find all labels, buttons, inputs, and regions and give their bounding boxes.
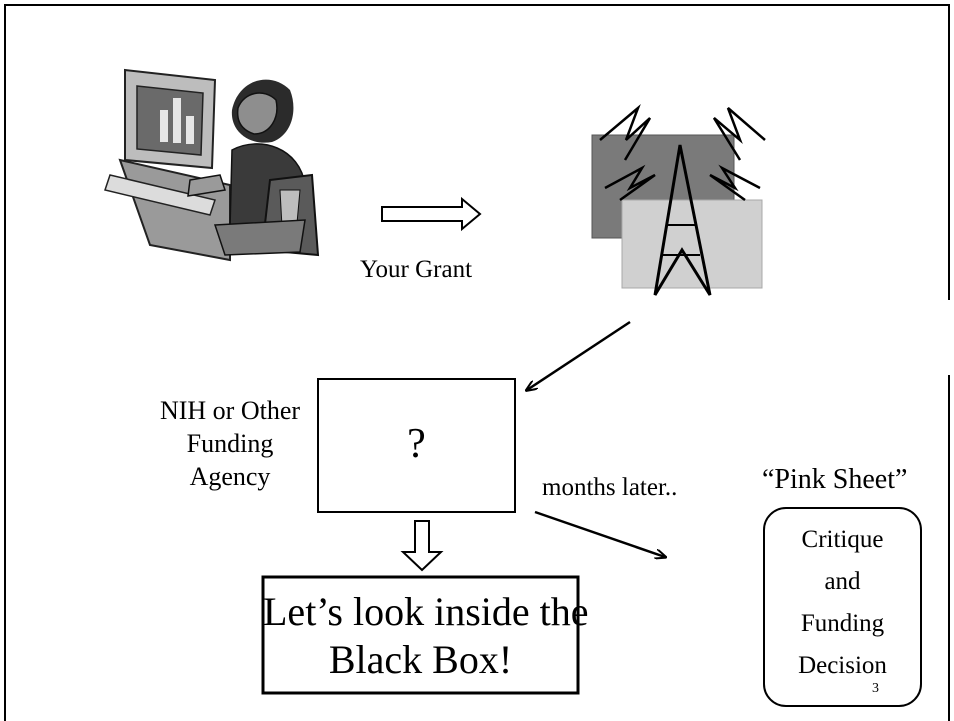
pink-sheet-box [763,507,922,707]
slide-frame-left [4,4,6,721]
black-box-line: Let’s look inside the [263,589,589,634]
critique-line: and [824,568,861,595]
agency-box [317,378,516,513]
critique-line: Funding [800,610,885,637]
agency-label-line: NIH or Other [159,396,301,425]
arrow-to-agency [527,320,631,390]
pink-sheet-label: “Pink Sheet” [762,464,908,495]
black-box-text: Let’s look inside the Black Box! [263,588,589,684]
slide-frame-right-lower [948,375,950,721]
critique-line: Decision [798,652,887,679]
computer-user-icon [104,68,320,262]
box-question-mark: ? [407,421,426,467]
arrow-to-pink-sheet [534,510,665,557]
black-box-line: Black Box! [328,637,513,682]
slide-frame-right [948,4,950,300]
months-label: months later.. [542,474,678,501]
hollow-arrow-right [381,196,482,232]
slide-frame-top [4,4,950,6]
broadcast-tower-icon [591,103,766,296]
agency-label-line: Agency [189,462,271,491]
grant-label: Your Grant [360,256,473,283]
hollow-arrow-down [400,520,444,572]
slide-number: 3 [872,681,879,696]
critique-text: Critique and Funding Decision [764,519,921,687]
agency-label: NIH or Other Funding Agency [138,394,322,493]
agency-label-line: Funding [186,429,274,458]
black-box-callout [261,575,580,695]
critique-line: Critique [801,526,884,553]
